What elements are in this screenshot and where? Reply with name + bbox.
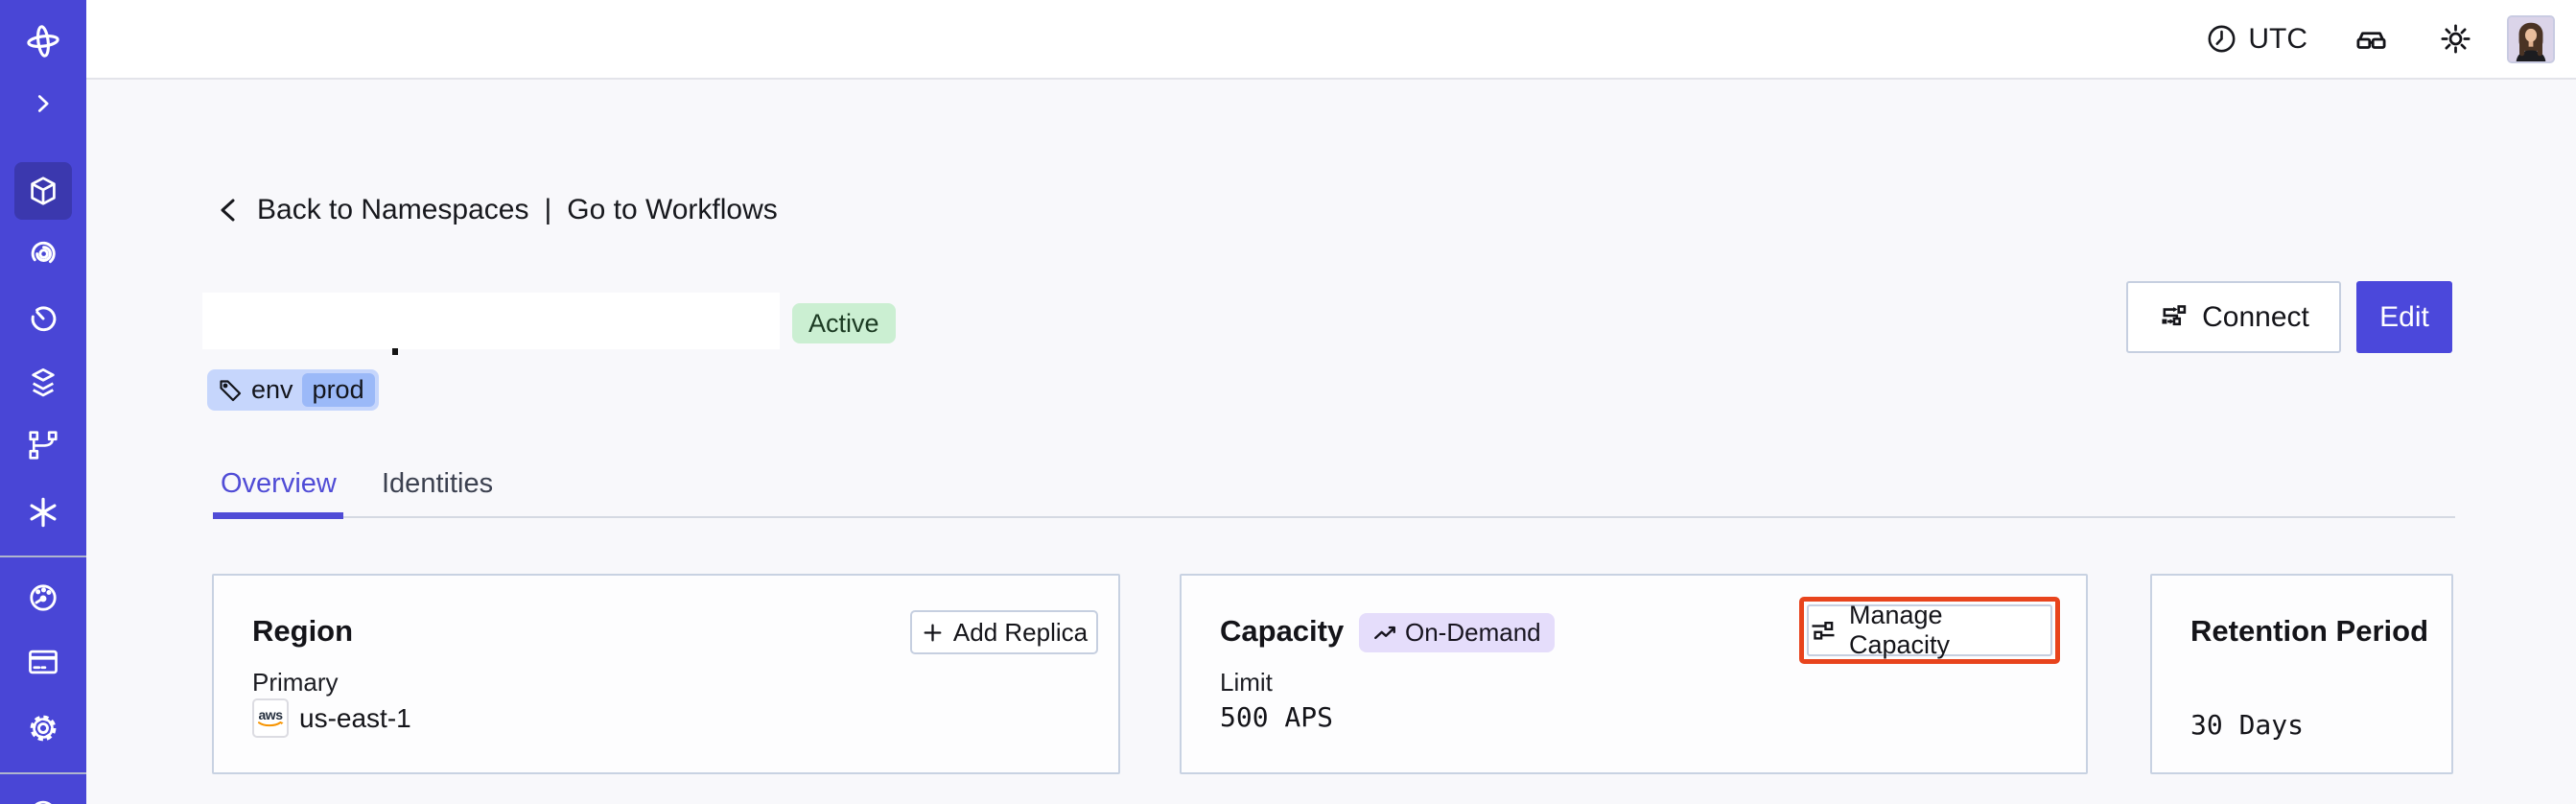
retention-card: Retention Period 30 Days [2150,574,2453,774]
region-card-title: Region [252,614,354,648]
timezone-selector[interactable]: UTC [2206,23,2307,56]
sidebar-item-nexus[interactable] [14,484,72,541]
sidebar-expand-button[interactable] [14,75,72,132]
billing-icon [25,644,61,680]
trending-up-icon [1372,621,1397,646]
add-replica-label: Add Replica [952,617,1089,647]
primary-region-row: aws us-east-1 [252,698,411,738]
back-chevron-icon [215,195,242,225]
breadcrumb-separator: | [544,194,552,225]
sidebar-item-deployments[interactable] [14,354,72,412]
namespace-tag: env prod [207,369,379,411]
support-icon [25,795,61,804]
connect-icon [2158,302,2188,332]
plus-icon [921,621,945,645]
sidebar-item-namespaces[interactable] [14,162,72,220]
region-card: Region Add Replica Primary aws us-east-1 [212,574,1120,774]
annotation-highlight-box: Manage Capacity [1799,597,2060,664]
connect-button[interactable]: Connect [2126,281,2341,353]
region-value: us-east-1 [299,702,411,733]
namespace-title-redacted [202,293,780,349]
manage-capacity-label: Manage Capacity [1849,601,1951,659]
breadcrumb: Back to Namespaces | Go to Workflows [215,194,778,226]
tag-value-chip: prod [301,373,375,407]
retention-card-title: Retention Period [2190,614,2429,648]
clock-icon [2206,23,2237,55]
theme-toggle-button[interactable] [2439,22,2472,56]
sidebar-item-usage[interactable] [14,569,72,627]
sidebar-item-schedules[interactable] [14,290,72,347]
add-replica-button[interactable]: Add Replica [910,610,1098,654]
tag-icon [218,378,243,403]
glasses-icon [2354,23,2389,56]
deployments-icon [25,365,61,401]
nexus-icon [25,494,61,531]
sidebar-item-worker-deployments[interactable] [14,416,72,474]
timezone-label: UTC [2248,22,2307,55]
user-avatar[interactable] [2507,14,2555,63]
namespace-title-fragment [392,348,398,355]
active-tab-underline [213,512,343,519]
status-badge-label: Active [808,308,879,338]
worker-versioning-icon [25,427,61,463]
namespaces-icon [25,173,61,209]
tag-key-label: env [251,375,293,404]
tab-identities[interactable]: Identities [382,468,494,499]
sidebar-item-settings[interactable] [14,699,72,757]
sidebar-item-workflows[interactable] [14,225,72,282]
tab-baseline [213,516,2455,518]
sun-icon [2439,22,2472,56]
limit-value: 500 APS [1220,701,1334,733]
retention-value: 30 Days [2190,709,2305,741]
back-to-namespaces-link[interactable]: Back to Namespaces [257,194,529,225]
labs-toggle-button[interactable] [2354,23,2389,56]
usage-icon [25,579,61,616]
capacity-card-title: Capacity [1220,614,1345,648]
sidebar-divider [0,772,86,774]
settings-icon [25,710,61,746]
aws-icon: aws [252,698,289,738]
connect-button-label: Connect [2202,300,2309,333]
tab-overview[interactable]: Overview [221,468,337,499]
ondemand-badge: On-Demand [1359,613,1555,652]
workflows-icon [25,235,61,272]
sidebar-item-billing[interactable] [14,633,72,691]
sliders-icon [1809,616,1838,645]
capacity-card: Capacity On-Demand [1180,574,2088,774]
primary-label: Primary [252,668,339,697]
edit-button-label: Edit [2379,300,2429,333]
status-badge: Active [792,303,896,343]
temporal-logo-icon [14,12,72,70]
go-to-workflows-link[interactable]: Go to Workflows [567,194,778,225]
topbar: UTC [86,0,2576,80]
sidebar-nav [0,0,86,804]
expand-chevron-icon [29,89,58,118]
ondemand-badge-label: On-Demand [1405,618,1541,647]
sidebar-item-support[interactable] [14,785,72,804]
manage-capacity-button[interactable]: Manage Capacity [1807,601,2052,659]
limit-label: Limit [1220,668,1273,697]
schedules-icon [25,300,61,337]
edit-button[interactable]: Edit [2356,281,2452,353]
sidebar-divider [0,556,86,557]
